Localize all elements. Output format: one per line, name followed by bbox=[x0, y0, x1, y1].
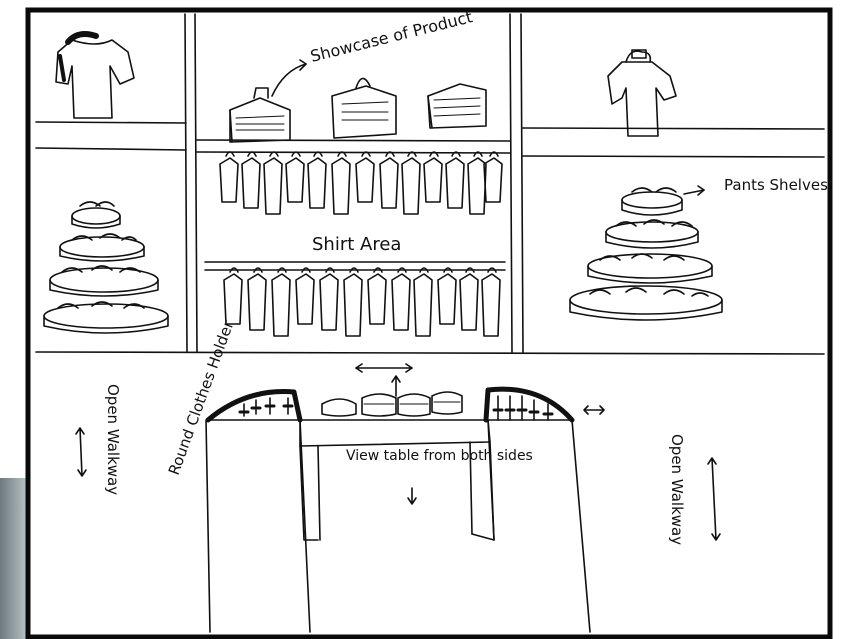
open-walkway-right-label: Open Walkway bbox=[668, 434, 686, 545]
pants-shelves-label: Pants Shelves bbox=[724, 176, 828, 194]
open-walkway-left-label: Open Walkway bbox=[104, 384, 122, 495]
shirt-area-label: Shirt Area bbox=[312, 234, 401, 255]
view-table-label: View table from both sides bbox=[346, 448, 533, 464]
